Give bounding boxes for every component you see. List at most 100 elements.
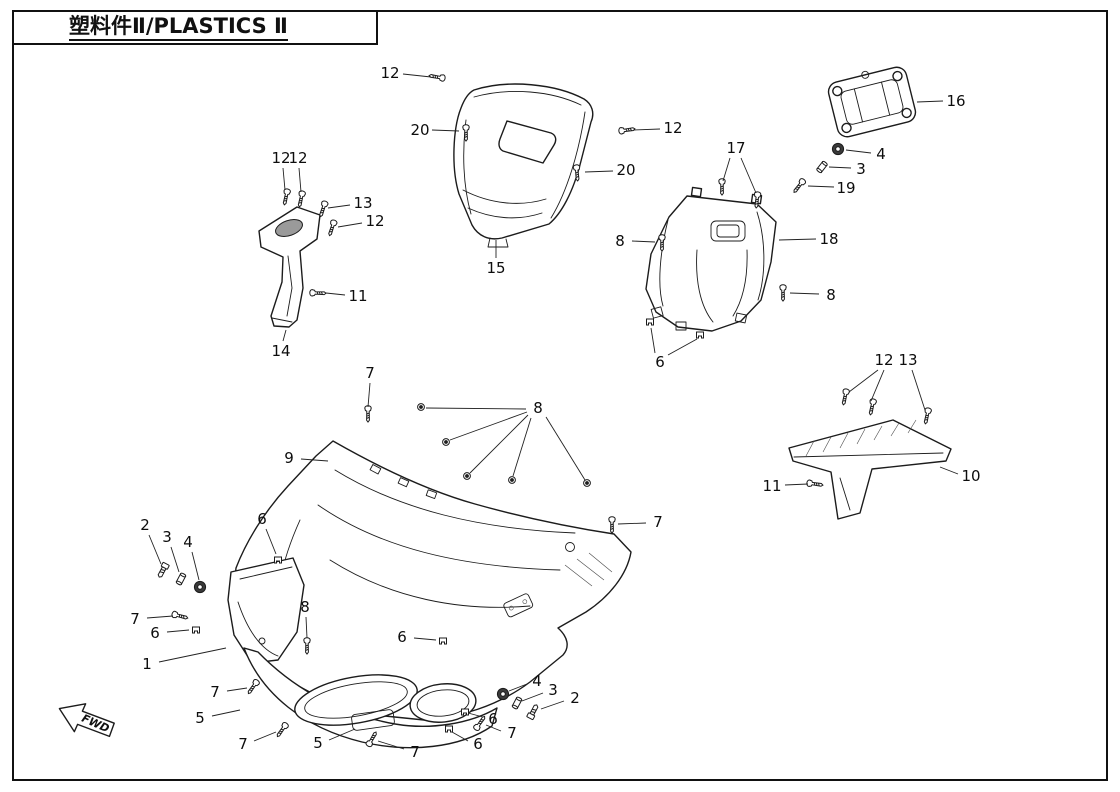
page-title: 塑料件Ⅱ/PLASTICS Ⅱ (69, 14, 288, 42)
screw-icon (805, 479, 824, 489)
grommet-icon (496, 687, 510, 701)
leader-line (828, 166, 852, 169)
callout-4: 4 (876, 145, 886, 163)
grommet-icon (831, 142, 845, 156)
title-box: 塑料件Ⅱ/PLASTICS Ⅱ (12, 10, 378, 45)
leader-line (337, 222, 363, 228)
screw-icon (417, 403, 425, 411)
callout-7: 7 (653, 513, 663, 531)
leader-line (485, 724, 502, 732)
leader-line (211, 709, 241, 717)
leader-line (545, 416, 586, 481)
callout-8: 8 (615, 232, 625, 250)
clip-icon (696, 331, 704, 339)
leader-line (633, 128, 661, 131)
callout-18: 18 (819, 230, 838, 248)
leader-line (939, 466, 959, 475)
screw-icon (839, 387, 851, 406)
callout-12: 12 (380, 64, 399, 82)
callout-12: 12 (288, 149, 307, 167)
grommet-icon (193, 580, 207, 594)
leader-line (916, 100, 944, 103)
leader-line (327, 204, 351, 209)
part-16-mount-bracket (827, 66, 917, 138)
callout-11: 11 (762, 477, 781, 495)
leader-line (282, 329, 287, 342)
leader-line (911, 369, 926, 411)
leader-line (148, 534, 162, 565)
leader-line (158, 647, 227, 663)
callout-13: 13 (353, 194, 372, 212)
callout-6: 6 (257, 510, 267, 528)
callout-8: 8 (300, 598, 310, 616)
leader-line (469, 414, 529, 474)
screw-icon (274, 720, 290, 739)
leader-line (540, 700, 565, 710)
callout-12: 12 (365, 212, 384, 230)
leader-line (413, 637, 437, 641)
callout-11: 11 (348, 287, 367, 305)
leader-line (425, 407, 527, 410)
callout-16: 16 (946, 92, 965, 110)
callout-6: 6 (150, 624, 160, 642)
callout-12: 12 (874, 351, 893, 369)
leader-line (617, 522, 647, 525)
screw-icon (718, 178, 726, 196)
callout-1: 1 (142, 655, 152, 673)
leader-line (402, 73, 432, 78)
callout-3: 3 (856, 160, 866, 178)
screw-icon (508, 476, 516, 484)
callout-9: 9 (284, 449, 294, 467)
callout-10: 10 (961, 467, 980, 485)
leader-line (170, 546, 180, 573)
leader-line (848, 369, 879, 393)
part-18-rear-panel (645, 186, 777, 332)
screw-icon (463, 472, 471, 480)
screw-icon (309, 289, 327, 297)
leader-line (431, 129, 460, 132)
clip-icon (646, 318, 654, 326)
leader-line (328, 728, 356, 741)
screw-icon (245, 677, 261, 696)
leader-line (298, 167, 302, 193)
leader-line (584, 170, 614, 173)
leader-line (449, 411, 528, 441)
screw-icon (583, 479, 591, 487)
leader-line (667, 338, 698, 356)
callout-20: 20 (410, 121, 429, 139)
callout-5: 5 (195, 709, 205, 727)
leader-line (650, 327, 656, 354)
leader-line (451, 731, 469, 742)
callout-7: 7 (410, 743, 420, 761)
leader-line (870, 369, 885, 402)
screw-icon (779, 284, 787, 302)
leader-line (789, 292, 820, 295)
callout-15: 15 (486, 259, 505, 277)
callout-2: 2 (570, 689, 580, 707)
leader-line (512, 417, 532, 477)
callout-8: 8 (826, 286, 836, 304)
leader-line (722, 157, 731, 182)
leader-line (282, 167, 286, 191)
screw-icon (921, 406, 933, 425)
leader-line (740, 157, 757, 194)
callout-7: 7 (130, 610, 140, 628)
callout-7: 7 (507, 724, 517, 742)
callout-3: 3 (548, 681, 558, 699)
callout-2: 2 (140, 516, 150, 534)
callout-6: 6 (488, 710, 498, 728)
leader-line (778, 238, 817, 241)
leader-line (845, 149, 872, 154)
leader-line (305, 616, 308, 639)
leader-line (300, 458, 329, 462)
callout-6: 6 (473, 735, 483, 753)
callout-6: 6 (397, 628, 407, 646)
screw-icon (325, 218, 339, 238)
callout-12: 12 (271, 149, 290, 167)
leader-line (784, 483, 809, 486)
callout-6: 6 (655, 353, 665, 371)
callout-5: 5 (313, 734, 323, 752)
callout-20: 20 (616, 161, 635, 179)
